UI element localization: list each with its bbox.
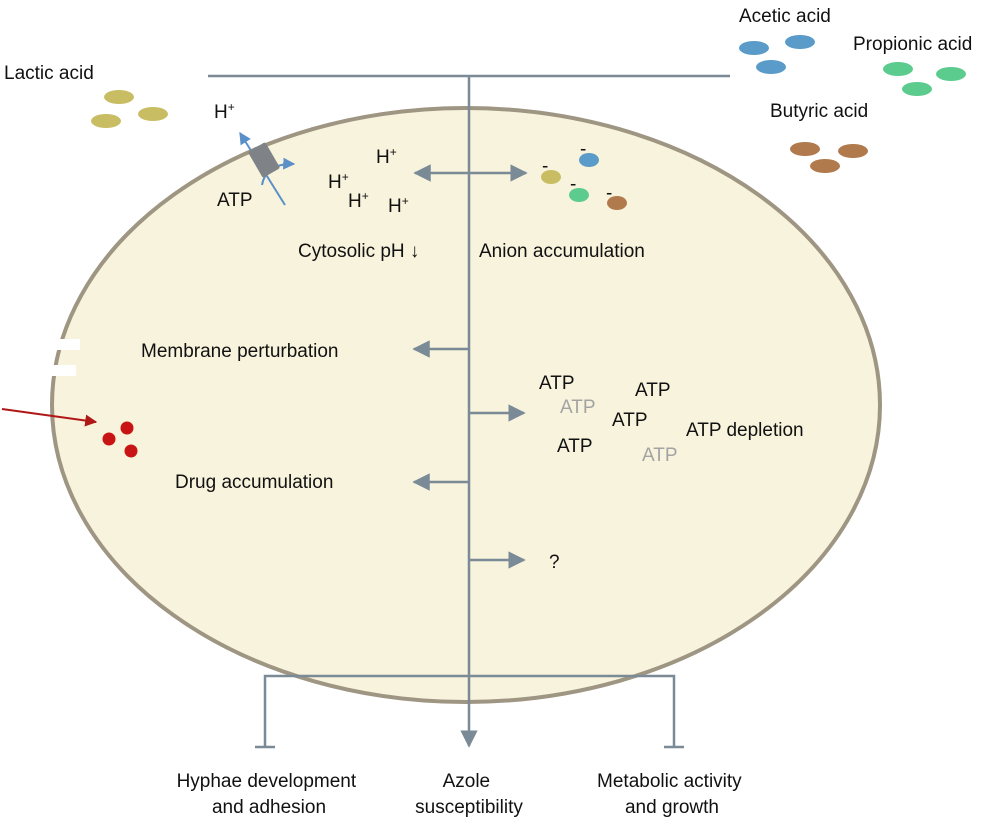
proton-label: H+ xyxy=(214,100,235,123)
atp-molecule: ATP xyxy=(612,410,648,431)
acetic-acid-molecules xyxy=(739,35,815,74)
proton-label: H+ xyxy=(376,145,397,168)
drug-molecule xyxy=(102,432,116,446)
label-lactic-acid: Lactic acid xyxy=(4,63,94,84)
propionic-acid-molecule xyxy=(902,82,932,96)
atp-molecule-depleted: ATP xyxy=(642,445,678,466)
outcome-azole: Azole susceptibility xyxy=(415,771,523,818)
label-unknown-effect: ? xyxy=(549,552,560,573)
butyric-acid-molecule xyxy=(838,144,868,158)
label-cytosolic-ph: Cytosolic pH ↓ xyxy=(298,241,419,262)
label-propionic-acid: Propionic acid xyxy=(853,34,972,55)
acetate-anion xyxy=(579,153,599,167)
butyrate-anion xyxy=(607,196,627,210)
atp-molecule: ATP xyxy=(635,380,671,401)
anion-charge: - xyxy=(570,174,576,195)
lactic-acid-molecule xyxy=(138,107,168,121)
lactic-acid-molecules xyxy=(91,90,168,128)
proton-pump-icon xyxy=(248,142,280,178)
branch-right xyxy=(469,674,676,747)
proton-label: H+ xyxy=(388,194,409,217)
propionic-acid-molecule xyxy=(936,67,966,81)
butyric-acid-molecule xyxy=(790,142,820,156)
atp-molecule: ATP xyxy=(557,436,593,457)
anion-charge: - xyxy=(606,183,612,204)
anion-molecules xyxy=(541,153,627,210)
atp-molecule: ATP xyxy=(539,373,575,394)
drug-molecule xyxy=(124,444,138,458)
drug-molecule xyxy=(120,421,134,435)
label-drug-accumulation: Drug accumulation xyxy=(175,472,333,493)
label-atp-depletion: ATP depletion xyxy=(686,420,804,441)
drug-entry-arrow xyxy=(1,408,98,427)
label-butyric-acid: Butyric acid xyxy=(770,101,868,122)
lactate-anion xyxy=(541,170,561,184)
propionic-acid-molecule xyxy=(883,62,913,76)
anion-charge: - xyxy=(542,156,548,177)
acetic-acid-molecule xyxy=(785,35,815,49)
lactic-acid-molecule xyxy=(104,90,134,104)
anion-charge: - xyxy=(580,139,586,160)
drug-molecules xyxy=(102,421,138,458)
branch-left xyxy=(263,674,469,747)
label-membrane-perturbation: Membrane perturbation xyxy=(141,341,339,362)
propionate-anion xyxy=(569,188,589,202)
butyric-acid-molecules xyxy=(790,142,868,173)
label-acetic-acid: Acetic acid xyxy=(739,6,831,27)
acetic-acid-molecule xyxy=(739,41,769,55)
lactic-acid-molecule xyxy=(91,114,121,128)
pump-atp-label: ATP xyxy=(217,190,253,211)
membrane-gap xyxy=(46,365,76,376)
propionic-acid-molecules xyxy=(883,62,966,96)
atp-molecule-depleted: ATP xyxy=(560,397,596,418)
membrane-gap xyxy=(50,339,80,350)
acetic-acid-molecule xyxy=(756,60,786,74)
label-anion-accumulation: Anion accumulation xyxy=(479,241,645,262)
butyric-acid-molecule xyxy=(810,159,840,173)
proton-label: H+ xyxy=(348,189,369,212)
proton-label: H+ xyxy=(328,170,349,193)
outcome-metabolic: Metabolic activity and growth xyxy=(597,771,747,818)
cell-body xyxy=(50,106,882,704)
outcome-hyphae: Hyphae development and adhesion xyxy=(177,771,362,818)
